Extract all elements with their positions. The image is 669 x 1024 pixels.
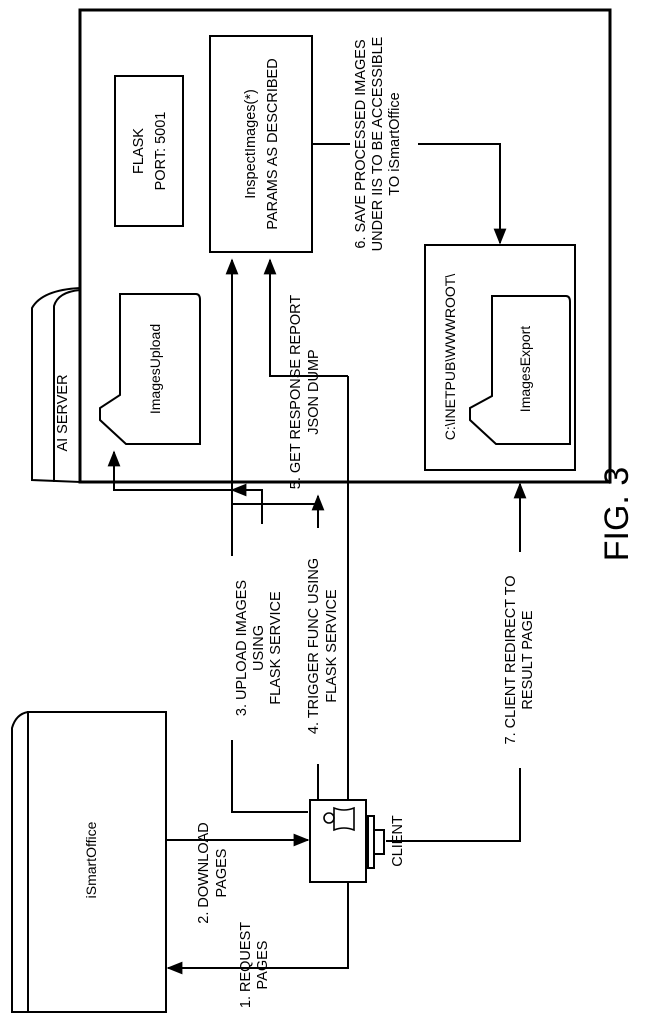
flask-port-label: PORT: 5001	[153, 112, 169, 191]
step-7-label: 7. CLIENT REDIRECT TO RESULT PAGE	[503, 576, 536, 745]
figure-label: FIG. 3	[598, 467, 636, 561]
ai-server-label: AI SERVER	[55, 374, 71, 451]
ismartoffice-label: iSmartOffice	[83, 821, 99, 898]
svg-text:PAGES: PAGES	[255, 941, 271, 990]
arrow-step-3-upper	[107, 450, 233, 556]
svg-text:FLASK SERVICE: FLASK SERVICE	[268, 591, 284, 705]
step-2-label: 2. DOWNLOAD PAGES	[196, 822, 230, 924]
svg-text:FLASK SERVICE: FLASK SERVICE	[324, 589, 340, 703]
arrow-step-7	[386, 768, 521, 842]
svg-text:JSON DUMP: JSON DUMP	[306, 349, 322, 434]
svg-text:RESULT PAGE: RESULT PAGE	[520, 610, 536, 709]
arrow-step-3-tap	[230, 483, 263, 524]
arrow-step-3	[231, 740, 308, 813]
svg-text:5. GET RESPONSE REPORT: 5. GET RESPONSE REPORT	[288, 295, 304, 490]
svg-text:UNDER IIS TO BE ACCESSIBLE: UNDER IIS TO BE ACCESSIBLE	[370, 36, 386, 251]
svg-text:4. TRIGGER FUNC USING: 4. TRIGGER FUNC USING	[306, 558, 322, 734]
flask-service-box: FLASK PORT: 5001	[114, 75, 184, 227]
iis-path-label: C:\INETPUB\WWWROOT\	[442, 274, 458, 441]
ismartoffice-node: iSmartOffice	[11, 711, 167, 1013]
flask-label: FLASK	[131, 128, 147, 174]
images-export-label: ImagesExport	[517, 326, 533, 412]
images-upload-folder: ImagesUpload	[99, 293, 201, 445]
step-6-label: 6. SAVE PROCESSED IMAGES UNDER IIS TO BE…	[353, 36, 403, 251]
inspect-params-label: PARAMS AS DESCRIBED	[265, 58, 281, 229]
svg-text:PAGES: PAGES	[214, 849, 230, 898]
inspect-images-box: InspectImages(*) PARAMS AS DESCRIBED	[209, 35, 313, 253]
iis-folder: C:\INETPUB\WWWROOT\ ImagesExport	[424, 244, 576, 471]
client-node: CLIENT	[309, 799, 406, 883]
svg-text:3. UPLOAD IMAGES: 3. UPLOAD IMAGES	[234, 580, 250, 716]
images-upload-label: ImagesUpload	[147, 324, 163, 414]
step-5-label: 5. GET RESPONSE REPORT JSON DUMP	[288, 295, 322, 490]
svg-text:6. SAVE PROCESSED IMAGES: 6. SAVE PROCESSED IMAGES	[353, 39, 369, 248]
step-4-label: 4. TRIGGER FUNC USING FLASK SERVICE	[306, 558, 340, 734]
ai-server-node: AI SERVER	[31, 8, 612, 484]
step-3-label: 3. UPLOAD IMAGES USING FLASK SERVICE	[234, 580, 284, 716]
svg-text:2. DOWNLOAD: 2. DOWNLOAD	[196, 822, 212, 924]
arrow-step-4-upper	[225, 258, 319, 528]
svg-text:1. REQUEST: 1. REQUEST	[238, 922, 254, 1008]
svg-text:TO iSmartOffice: TO iSmartOffice	[387, 92, 403, 195]
arrow-step-6-upper	[418, 143, 507, 245]
svg-text:7. CLIENT REDIRECT TO: 7. CLIENT REDIRECT TO	[503, 576, 519, 745]
inspect-images-label: InspectImages(*)	[243, 89, 259, 199]
arrow-step-1	[166, 882, 349, 975]
arrow-step-5-upper	[263, 258, 348, 377]
svg-text:USING: USING	[251, 625, 267, 671]
step-1-label: 1. REQUEST PAGES	[238, 922, 271, 1008]
